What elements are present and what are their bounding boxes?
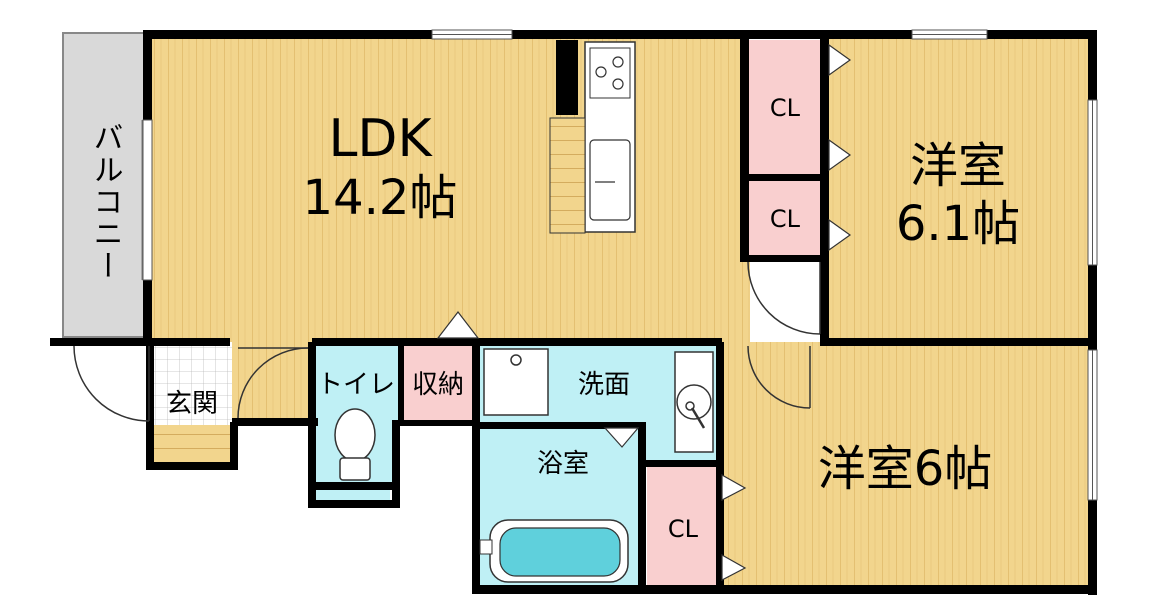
entrance-tile [152,345,232,425]
kitchen [549,41,636,234]
western-room-1-floor [828,37,1090,342]
western-room-2-floor [720,342,1090,590]
ldk-size: 14.2帖 [303,170,458,226]
ldk-name: LDK [328,109,433,169]
entrance-label: 玄関 [166,389,218,419]
western-room-2-label: 洋室6帖 [818,441,993,497]
closet-3-label: CL [668,515,699,543]
storage-floor [402,345,474,423]
western-room-1-size: 6.1帖 [896,196,1020,252]
storage-label: 収納 [412,370,464,400]
corridor-floor [232,342,312,422]
closet-1 [745,40,825,175]
entrance-step [152,425,232,465]
toilet-label: トイレ [317,370,395,400]
western-room-1-name: 洋室 [910,138,1006,194]
balcony [62,32,149,338]
washer-pan [483,348,549,416]
doors [73,261,821,422]
windows [142,29,1098,501]
closet-2-label: CL [770,205,801,233]
bathtub [479,519,629,583]
closet-2 [745,180,825,255]
washbasin [674,351,714,453]
washroom-label: 洗面 [578,370,630,400]
bathroom-label: 浴室 [537,449,589,479]
closet-3 [647,465,720,590]
balcony-label: バルコニー [88,122,123,282]
toilet-fixture [334,408,376,481]
door-markers [436,43,852,581]
closet-1-label: CL [770,94,801,122]
